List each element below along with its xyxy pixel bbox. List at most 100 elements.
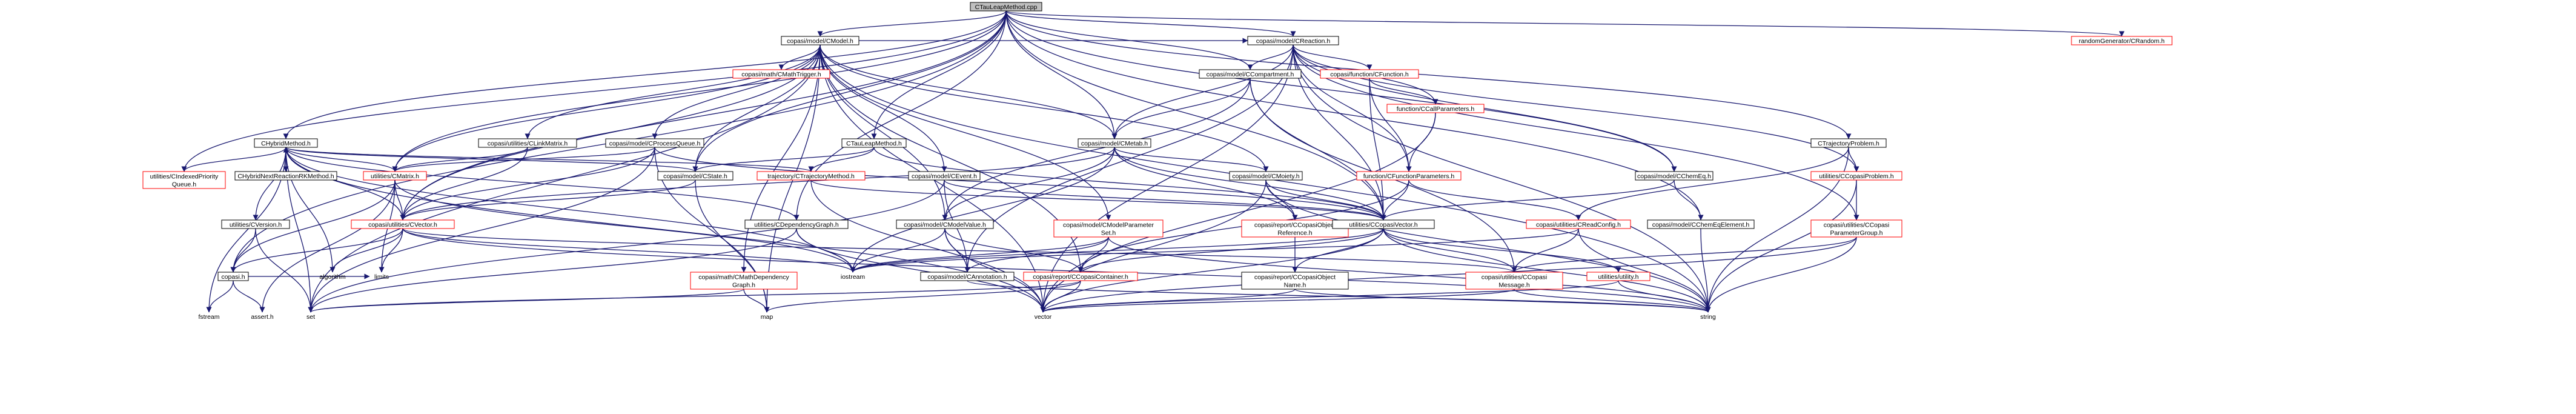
node-cmodel[interactable]: copasi/model/CModel.h: [781, 36, 859, 45]
node-cmetab[interactable]: copasi/model/CMetab.h: [1078, 138, 1151, 148]
node-box-cmatrix: [363, 171, 427, 181]
edge-cmathdepgraph-to-map: [743, 289, 770, 313]
node-cfunction[interactable]: copasi/function/CFunction.h: [1320, 69, 1419, 79]
node-label-cchemeq: copasi/model/CChemEq.h: [1637, 173, 1711, 180]
node-ctrajproblem[interactable]: CTrajectoryProblem.h: [1810, 138, 1887, 148]
edge-ctaulm_h-to-ctrajmethod: [808, 147, 875, 172]
node-cmathtrigger[interactable]: copasi/math/CMathTrigger.h: [732, 69, 830, 79]
node-cevent[interactable]: copasi/model/CEvent.h: [908, 171, 981, 181]
node-box-clinkmatrix: [478, 138, 577, 148]
edge-cmatrix-to-copasi_h: [230, 179, 396, 273]
edge-cmodel-to-cmodelvalue: [819, 44, 948, 221]
node-chybrid[interactable]: CHybridMethod.h: [254, 138, 318, 148]
edge-chybrid-to-cmatrix: [285, 147, 398, 172]
node-box-cparamgroup: [1810, 219, 1902, 238]
edge-ccopasivector-to-ccontainer: [1078, 228, 1384, 273]
edge-chybrid-to-cversion: [253, 147, 286, 221]
node-label-cobjname: Name.h: [1284, 282, 1306, 289]
node-label-cmathtrigger: copasi/math/CMathTrigger.h: [741, 71, 821, 78]
node-box-cversion: [221, 219, 290, 229]
edge-ctrajproblem-to-creadconfig: [1575, 147, 1849, 221]
node-label-cmessage: Message.h: [1498, 282, 1530, 289]
edge-cversion-to-copasi_h: [230, 228, 256, 273]
node-clinkmatrix[interactable]: copasi/utilities/CLinkMatrix.h: [478, 138, 577, 148]
node-cvector[interactable]: copasi/utilities/CVector.h: [351, 219, 455, 229]
edge-cfuncparams-to-creadconfig: [1408, 179, 1581, 221]
node-copasi_h[interactable]: copasi.h: [217, 272, 249, 281]
edge-cmoiety-to-ccopasivector: [1265, 179, 1386, 221]
node-box-ccopasivector: [1332, 219, 1435, 229]
node-cannotation[interactable]: copasi/model/CAnnotation.h: [920, 272, 1015, 281]
node-cchemeqelem[interactable]: copasi/model/CChemEqElement.h: [1647, 219, 1755, 229]
edge-root-to-ctrajproblem: [1005, 10, 1852, 139]
edge-copasi_h-to-fstream: [206, 280, 234, 313]
node-cmatrix[interactable]: utilities/CMatrix.h: [363, 171, 427, 181]
node-ctrajmethod[interactable]: trajectory/CTrajectoryMethod.h: [757, 171, 866, 181]
node-ccallparams[interactable]: function/CCallParameters.h: [1386, 104, 1485, 113]
edge-ccompartment-to-cmodelvalue: [942, 78, 1251, 221]
node-ccompartment[interactable]: copasi/model/CCompartment.h: [1199, 69, 1302, 79]
node-box-ctrajproblem: [1810, 138, 1887, 148]
edge-cmetab-to-cobjref: [1114, 147, 1298, 221]
edge-cversion-to-set: [255, 228, 314, 313]
edge-ccopasiproblem-to-string: [1705, 179, 1857, 313]
edge-root-to-cmatrix: [392, 10, 1007, 172]
node-creadconfig[interactable]: copasi/utilities/CReadConfig.h: [1526, 219, 1631, 229]
node-box-cchemeqelem: [1647, 219, 1755, 229]
node-cstate[interactable]: copasi/model/CState.h: [657, 171, 733, 181]
node-cprocessqueue[interactable]: copasi/model/CProcessQueue.h: [605, 138, 704, 148]
edge-cfunction-to-cfuncparams: [1369, 78, 1412, 172]
node-chybridnext[interactable]: CHybridNextReactionRKMethod.h: [234, 171, 337, 181]
node-label-ctrajproblem: CTrajectoryProblem.h: [1818, 140, 1879, 147]
node-label-cmoiety: copasi/model/CMoiety.h: [1232, 173, 1299, 180]
node-label-cmetab: copasi/model/CMetab.h: [1081, 140, 1148, 147]
edge-cprocessqueue-to-cvector: [400, 147, 655, 221]
edge-cmetab-to-cmodelvalue: [942, 147, 1115, 221]
node-cmoiety[interactable]: copasi/model/CMoiety.h: [1229, 171, 1303, 181]
edge-cvector-to-algorithm: [329, 228, 403, 273]
node-ctaulm_h[interactable]: CTauLeapMethod.h: [841, 138, 907, 148]
node-label-ctrajmethod: trajectory/CTrajectoryMethod.h: [767, 173, 855, 180]
node-box-cvector: [351, 219, 455, 229]
edge-creadconfig-to-string: [1578, 228, 1711, 313]
node-cmodelvalue[interactable]: copasi/model/CModelValue.h: [896, 219, 994, 229]
node-cversion[interactable]: utilities/CVersion.h: [221, 219, 290, 229]
node-box-ccompartment: [1199, 69, 1302, 79]
node-cdepgraph[interactable]: utilities/CDependencyGraph.h: [744, 219, 849, 229]
node-box-cobjref: [1241, 219, 1349, 238]
edge-cfunction-to-ccallparams: [1369, 78, 1439, 105]
edge-root-to-ctaulm_h: [871, 10, 1007, 139]
edge-creaction-to-vector: [1040, 44, 1294, 313]
node-label-ccopasiproblem: utilities/CCopasiProblem.h: [1819, 173, 1893, 180]
edge-root-to-rng: [1005, 10, 2124, 37]
node-label-cversion: utilities/CVersion.h: [230, 221, 282, 229]
node-utility[interactable]: utilities/utility.h: [1586, 272, 1651, 281]
node-ccopasiproblem[interactable]: utilities/CCopasiProblem.h: [1810, 171, 1902, 181]
node-box-creadconfig: [1526, 219, 1631, 229]
edge-cmathdepgraph-to-set: [308, 289, 744, 313]
node-ccontainer[interactable]: copasi/report/CCopasiContainer.h: [1023, 272, 1138, 281]
edge-cevent-to-set: [308, 179, 945, 313]
node-box-utility: [1586, 272, 1651, 281]
node-creaction[interactable]: copasi/model/CReaction.h: [1247, 36, 1339, 45]
node-cfuncparams[interactable]: function/CFunctionParameters.h: [1356, 171, 1462, 181]
node-ccopasivector[interactable]: utilities/CCopasiVector.h: [1332, 219, 1435, 229]
node-rng[interactable]: randomGenerator/CRandom.h: [2071, 36, 2173, 45]
edge-cchemeq-to-cchemeqelem: [1674, 179, 1704, 221]
node-box-cmodel: [781, 36, 859, 45]
node-label-algorithm: algorithm: [319, 273, 345, 281]
node-box-ccontainer: [1023, 272, 1138, 281]
edge-cmodel-to-cprocessqueue: [652, 44, 821, 139]
node-label-cfuncparams: function/CFunctionParameters.h: [1363, 173, 1455, 180]
edge-cmodel-to-cmatrix: [392, 44, 821, 172]
node-cchemeq[interactable]: copasi/model/CChemEq.h: [1635, 171, 1713, 181]
